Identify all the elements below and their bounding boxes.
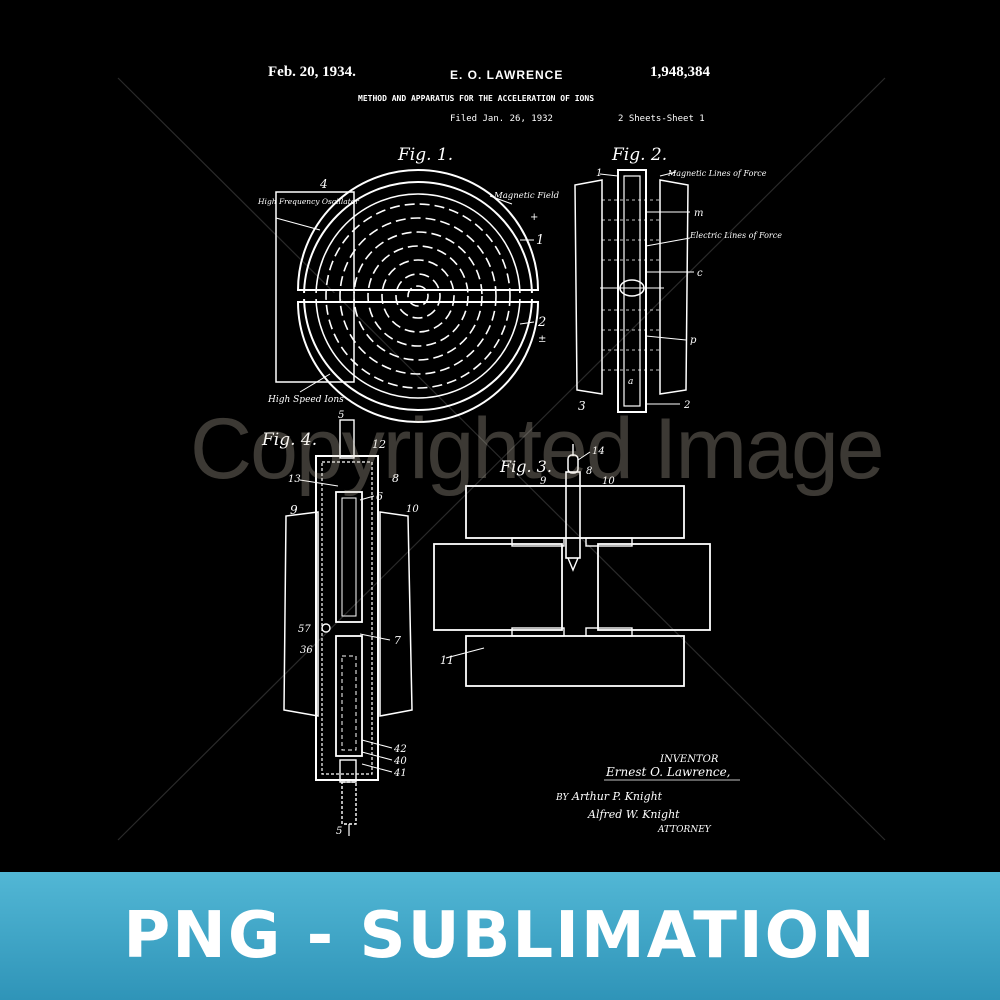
svg-text:4: 4 xyxy=(319,177,328,191)
svg-text:7: 7 xyxy=(394,634,401,647)
svg-text:a: a xyxy=(628,377,633,387)
figure-4: Fig. 4. 5 12 13 8 6 9 10 57 36 7 42 xyxy=(261,410,419,837)
svg-text:1: 1 xyxy=(536,233,544,248)
signature-block: INVENTOR Ernest O. Lawrence, BY Arthur P… xyxy=(555,754,740,835)
figure-2: Fig. 2. Magnetic Lines of Force Electric… xyxy=(575,145,782,413)
attorney-signature-1: Arthur P. Knight xyxy=(571,790,663,803)
figure-3: Fig. 3. 14 8 9 10 11 xyxy=(434,444,710,686)
svg-text:5: 5 xyxy=(336,826,342,837)
svg-text:11: 11 xyxy=(440,654,454,667)
svg-text:+: + xyxy=(530,212,538,223)
svg-text:9: 9 xyxy=(540,476,547,487)
patent-drawing: Fig. 1. High Frequency Oscillator Magnet… xyxy=(0,0,1000,872)
banner-text: PNG - SUBLIMATION xyxy=(123,899,876,973)
svg-text:p: p xyxy=(690,335,697,346)
inventor-caption: INVENTOR xyxy=(659,754,719,765)
svg-text:12: 12 xyxy=(372,438,386,451)
svg-text:2: 2 xyxy=(683,400,690,411)
svg-text:10: 10 xyxy=(406,504,419,515)
fig2-magnetic-lines-label: Magnetic Lines of Force xyxy=(667,169,767,178)
svg-text:m: m xyxy=(694,208,703,219)
attorney-signature-2: Alfred W. Knight xyxy=(587,808,680,821)
svg-text:3: 3 xyxy=(578,399,586,413)
inventor-name: Ernest O. Lawrence, xyxy=(605,765,730,779)
svg-text:14: 14 xyxy=(592,446,605,457)
figure-1: Fig. 1. High Frequency Oscillator Magnet… xyxy=(257,145,560,422)
product-banner: PNG - SUBLIMATION xyxy=(0,872,1000,1000)
svg-text:36: 36 xyxy=(300,645,313,656)
svg-text:8: 8 xyxy=(392,472,399,485)
svg-text:2: 2 xyxy=(537,315,546,330)
svg-text:6: 6 xyxy=(376,490,383,503)
svg-text:5: 5 xyxy=(338,410,344,421)
svg-text:57: 57 xyxy=(298,624,311,635)
fig2-label: Fig. 2. xyxy=(611,145,667,165)
svg-text:±: ± xyxy=(538,334,546,345)
svg-text:1: 1 xyxy=(596,168,602,179)
svg-text:41: 41 xyxy=(393,768,407,779)
fig1-oscillator-label: High Frequency Oscillator xyxy=(257,197,359,206)
fig1-label: Fig. 1. xyxy=(397,145,453,165)
svg-text:9: 9 xyxy=(290,503,298,517)
fig3-label: Fig. 3. xyxy=(499,457,552,476)
fig2-electric-lines-label: Electric Lines of Force xyxy=(689,231,782,240)
svg-text:42: 42 xyxy=(393,744,407,755)
svg-text:8: 8 xyxy=(586,466,592,477)
svg-text:40: 40 xyxy=(393,756,407,767)
attorney-caption: ATTORNEY xyxy=(657,825,712,835)
svg-text:10: 10 xyxy=(602,476,615,487)
fig1-magnetic-field-label: Magnetic Field xyxy=(493,191,560,201)
fig1-high-speed-ions-label: High Speed Ions xyxy=(267,395,344,405)
by-caption: BY xyxy=(555,793,569,803)
fig4-label: Fig. 4. xyxy=(261,430,317,450)
svg-text:13: 13 xyxy=(288,474,301,485)
svg-text:c: c xyxy=(697,268,703,279)
